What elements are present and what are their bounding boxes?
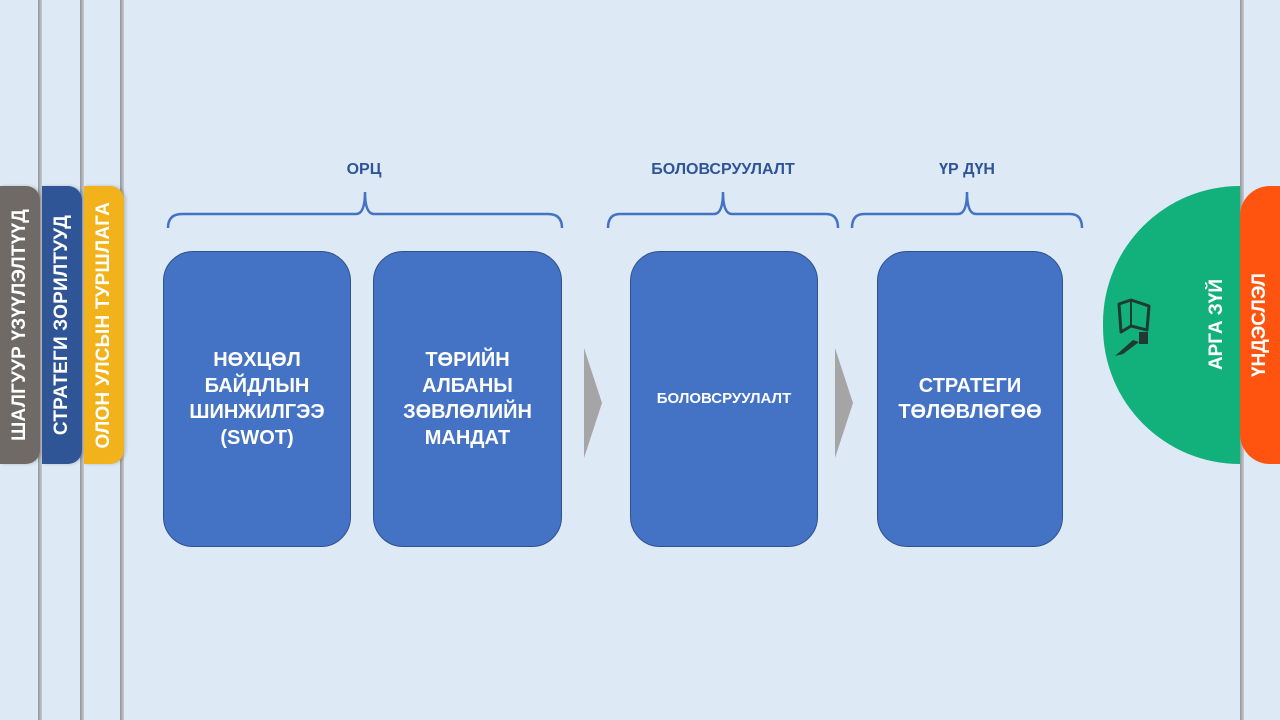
tab-label: ҮНДЭСЛЭЛ	[1249, 272, 1270, 378]
divider-line-1	[38, 0, 42, 720]
tab-olon-ulsyn-turshlaga[interactable]: ОЛОН УЛСЫН ТУРШЛАГА	[84, 186, 124, 464]
tab-label: СТРАТЕГИ ЗОРИЛТУУД	[51, 214, 72, 436]
tab-arga-zui[interactable]: АРГА ЗҮЙ	[1103, 186, 1240, 464]
box-bolovsruulalt: БОЛОВСРУУЛАЛТ	[630, 251, 818, 547]
group-label-orc: ОРЦ	[346, 161, 382, 178]
tab-undeslel[interactable]: ҮНДЭСЛЭЛ	[1240, 186, 1280, 464]
box-swot: НӨХЦӨЛ БАЙДЛЫН ШИНЖИЛГЭЭ (SWOT)	[163, 251, 351, 547]
divider-line-2	[80, 0, 84, 720]
box-mandat: ТӨРИЙН АЛБАНЫ ЗӨВЛӨЛИЙН МАНДАТ	[373, 251, 562, 547]
tab-strategi-zoriltuud[interactable]: СТРАТЕГИ ЗОРИЛТУУД	[42, 186, 82, 464]
tab-label: ШАЛГУУР ҮЗҮҮЛЭЛТҮҮД	[9, 209, 30, 441]
arrow-right-icon	[584, 348, 602, 458]
tab-label: ОЛОН УЛСЫН ТУРШЛАГА	[93, 201, 114, 449]
arrow-right-icon	[835, 348, 853, 458]
brace-bolovsruulalt	[606, 191, 840, 229]
box-strategi-tolovlogoo: СТРАТЕГИ ТӨЛӨВЛӨГӨӨ	[877, 251, 1063, 547]
brace-orc	[166, 191, 564, 229]
brace-ur-dun	[850, 191, 1084, 229]
book-quill-icon	[1115, 298, 1151, 356]
box-text: ТӨРИЙН АЛБАНЫ ЗӨВЛӨЛИЙН МАНДАТ	[403, 349, 532, 449]
box-text: БОЛОВСРУУЛАЛТ	[656, 390, 792, 408]
box-text: НӨХЦӨЛ БАЙДЛЫН ШИНЖИЛГЭЭ (SWOT)	[189, 349, 325, 449]
tab-label: АРГА ЗҮЙ	[1206, 279, 1227, 371]
group-label-ur-dun: ҮР ДҮН	[939, 161, 995, 178]
group-label-bolovsruulalt: БОЛОВСРУУЛАЛТ	[651, 161, 795, 178]
tab-shalguur-uzuulelt[interactable]: ШАЛГУУР ҮЗҮҮЛЭЛТҮҮД	[0, 186, 40, 464]
box-text: СТРАТЕГИ ТӨЛӨВЛӨГӨӨ	[898, 375, 1042, 423]
